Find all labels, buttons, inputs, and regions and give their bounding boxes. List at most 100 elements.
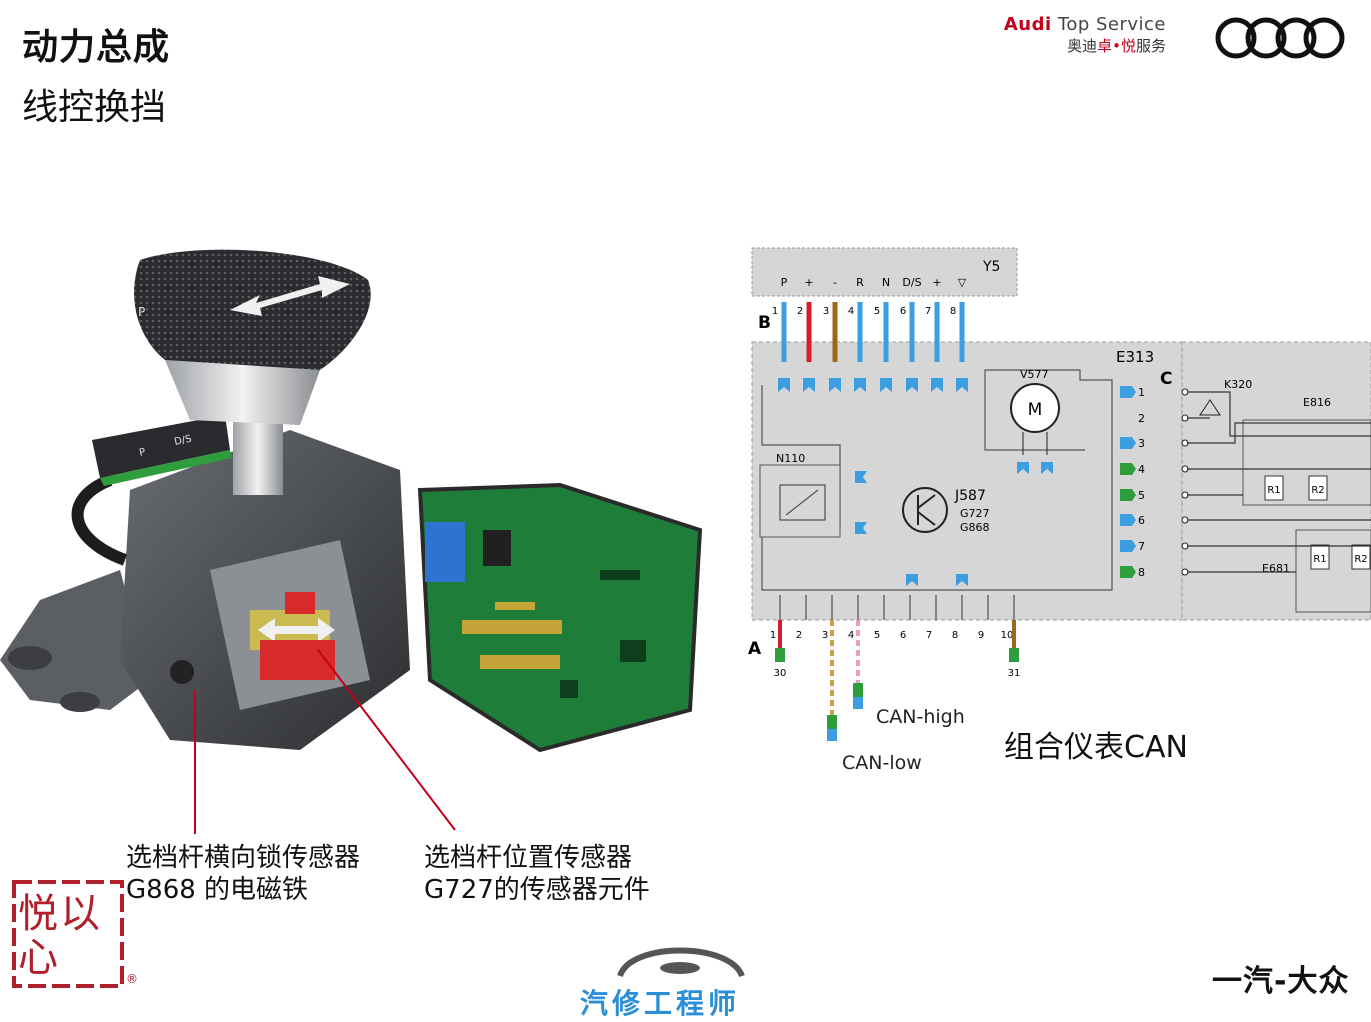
- pcb-connector-blue: [425, 522, 465, 582]
- e313-b-terminal: [778, 378, 790, 392]
- a-pin-number: 2: [796, 630, 802, 641]
- e816-box: [1242, 419, 1371, 506]
- n110-box: [759, 464, 841, 538]
- e313-b-terminal: [829, 378, 841, 392]
- j587-label: J587: [954, 488, 986, 504]
- e816-label: E816: [1303, 396, 1331, 409]
- callout-left-label: 选档杆横向锁传感器 G868 的电磁铁: [126, 843, 361, 905]
- c-pin-number: 2: [1138, 412, 1145, 425]
- e313-b-terminal: [803, 378, 815, 392]
- svg-text:R1: R1: [1313, 554, 1326, 565]
- y5-pin-symbol: -: [833, 276, 837, 289]
- page-subtitle: 线控换挡: [22, 87, 167, 128]
- g868-label: G868: [960, 521, 990, 534]
- terminal-30-plug: [775, 648, 785, 662]
- c-pin-number: 8: [1138, 566, 1145, 579]
- y5-pin-number: 5: [874, 306, 880, 317]
- instrument-can-title: 组合仪表CAN: [1004, 730, 1188, 765]
- c-pin-number: 5: [1138, 489, 1145, 502]
- terminal-31-plug: [1009, 648, 1019, 662]
- a-pin-number: 1: [770, 630, 776, 641]
- c-terminal: [1120, 514, 1136, 526]
- e681-label: E681: [1262, 562, 1290, 575]
- y5-pin-symbol: +: [932, 276, 941, 289]
- faw-vw-brand: 一汽-大众: [1212, 964, 1350, 999]
- c-pin-number: 3: [1138, 437, 1145, 450]
- c-pin-number: 4: [1138, 463, 1145, 476]
- callout-line-right: [317, 649, 456, 831]
- k320-label: K320: [1224, 378, 1252, 391]
- c-terminal: [1120, 463, 1136, 475]
- e313-b-terminal: [906, 378, 918, 392]
- n110-terminal: [855, 471, 867, 483]
- svg-text:R2: R2: [1354, 554, 1367, 565]
- panel-ds-mark: D/S: [173, 434, 192, 448]
- panel-p-mark: P: [138, 447, 146, 459]
- audi-top-service-brand: Audi Top Service 奥迪卓•悦服务: [1003, 14, 1166, 55]
- connector-a-label: A: [748, 639, 762, 659]
- c-terminal: [1120, 437, 1136, 449]
- y5-pin-number: 6: [900, 306, 906, 317]
- y5-pin-number: 1: [772, 306, 778, 317]
- y5-label: Y5: [982, 259, 1000, 275]
- a-pin-number: 5: [874, 630, 880, 641]
- a-pin-number: 4: [848, 630, 854, 641]
- y5-pin-symbol: ▽: [958, 276, 967, 289]
- y5-pin-symbol: D/S: [902, 276, 921, 289]
- y5-pin-number: 7: [925, 306, 931, 317]
- e313-b-terminal: [931, 378, 943, 392]
- y5-pin-symbol: +: [804, 276, 813, 289]
- c-terminal: [1120, 489, 1136, 501]
- c-pin-number: 1: [1138, 386, 1145, 399]
- c-terminal: [1120, 540, 1136, 552]
- internal-terminal: [1017, 462, 1029, 474]
- audi-rings-logo: [1215, 17, 1345, 59]
- connector-b-label: B: [758, 313, 771, 333]
- c-pin-number: 6: [1138, 514, 1145, 527]
- terminal-30: 30: [774, 668, 787, 679]
- e681-box: [1295, 529, 1371, 613]
- a-pin-number: 10: [1001, 630, 1014, 641]
- e313-b-terminal: [854, 378, 866, 392]
- y5-box: [751, 247, 1018, 297]
- yue-yi-xin-seal: [12, 880, 124, 988]
- svg-text:R1: R1: [1267, 485, 1280, 496]
- page-title: 动力总成: [22, 27, 171, 68]
- y5-pin-number: 4: [848, 306, 854, 317]
- y5-pin-number: 2: [797, 306, 803, 317]
- can-low-label: CAN-low: [842, 752, 922, 774]
- c-terminal: [1120, 566, 1136, 578]
- y5-pin-symbol: R: [856, 276, 864, 289]
- v577-motor: [1010, 383, 1060, 433]
- j587-transistor-symbol: [902, 487, 948, 533]
- y5-pin-number: 8: [950, 306, 956, 317]
- watermark-text: 汽修工程师: [580, 987, 741, 1020]
- a-pin-number: 7: [926, 630, 932, 641]
- e313-label: E313: [1116, 348, 1154, 366]
- v577-label: V577: [1020, 368, 1049, 381]
- a-pin-number: 8: [952, 630, 958, 641]
- housing-flange-left: [0, 570, 150, 710]
- y5-pin-symbol: N: [882, 276, 890, 289]
- knob-collar: [165, 360, 320, 425]
- knob-p-mark: P: [138, 305, 145, 319]
- seal-text: 悦以心: [18, 891, 102, 981]
- internal-terminal: [1041, 462, 1053, 474]
- a-pin-number: 3: [822, 630, 828, 641]
- e313-b-terminal: [880, 378, 892, 392]
- connector-plug: [170, 660, 194, 684]
- c-pin-number: 7: [1138, 540, 1145, 553]
- e313-b-terminal: [956, 378, 968, 392]
- p-button-panel: [92, 415, 230, 478]
- registered-mark: ®: [126, 972, 138, 986]
- internal-terminal: [956, 574, 968, 586]
- shifter-assembly-illustration: P D/S P: [0, 249, 703, 753]
- g727-label: G727: [960, 507, 990, 520]
- k320-led: [1199, 399, 1221, 416]
- internal-terminal: [906, 574, 918, 586]
- n110-label: N110: [776, 452, 805, 465]
- a-pin-number: 6: [900, 630, 906, 641]
- y5-pin-symbol: P: [781, 276, 788, 289]
